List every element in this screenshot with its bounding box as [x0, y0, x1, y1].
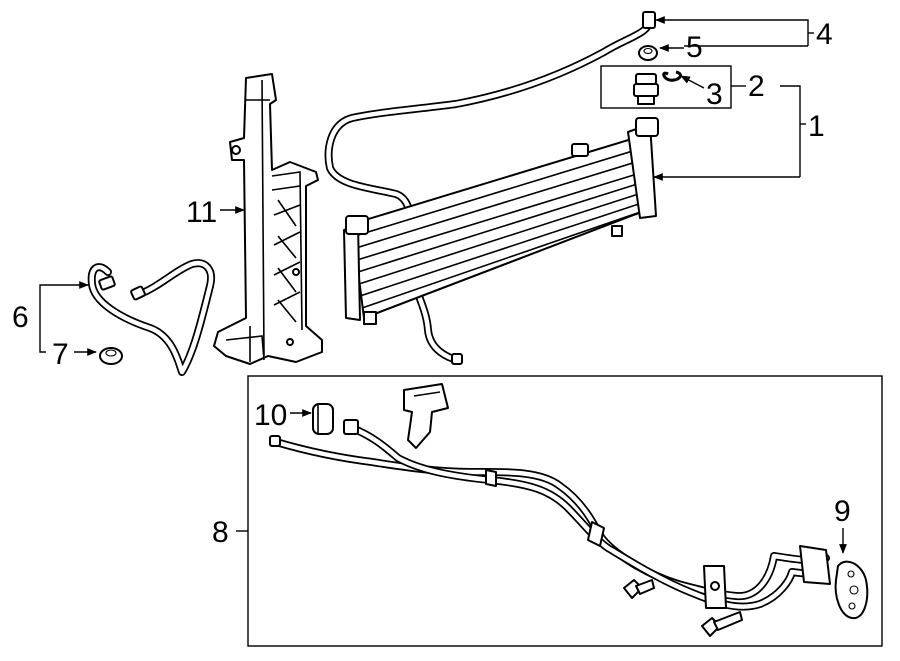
oil-cooler-1 [343, 117, 659, 325]
callout-1: 1 [808, 110, 825, 143]
kit-box-8 [247, 375, 883, 647]
clip-3 [662, 70, 682, 82]
tube-assembly-8 [269, 419, 831, 611]
callout-2: 2 [748, 70, 765, 103]
callout-7: 7 [52, 338, 69, 371]
callout-11: 11 [186, 196, 217, 229]
callout-5: 5 [686, 31, 703, 64]
hose-6 [87, 259, 215, 376]
bracket-11 [213, 73, 323, 365]
bolt-lower [701, 611, 743, 637]
callout-4: 4 [816, 18, 833, 51]
fitting-2 [633, 73, 659, 105]
callout-3: 3 [706, 78, 723, 111]
seal-5 [638, 45, 658, 61]
gasket-9 [834, 560, 869, 620]
bolt-upper [623, 579, 655, 599]
callout-9: 9 [834, 495, 851, 528]
callout-8: 8 [212, 516, 229, 549]
callout-6: 6 [12, 301, 29, 334]
tube-clip [403, 383, 449, 449]
kit-box-2 [600, 65, 732, 109]
insulator-10 [312, 403, 334, 435]
leader-lines [39, 16, 847, 554]
seal-ring-7 [99, 347, 123, 365]
callout-10: 10 [254, 399, 287, 432]
